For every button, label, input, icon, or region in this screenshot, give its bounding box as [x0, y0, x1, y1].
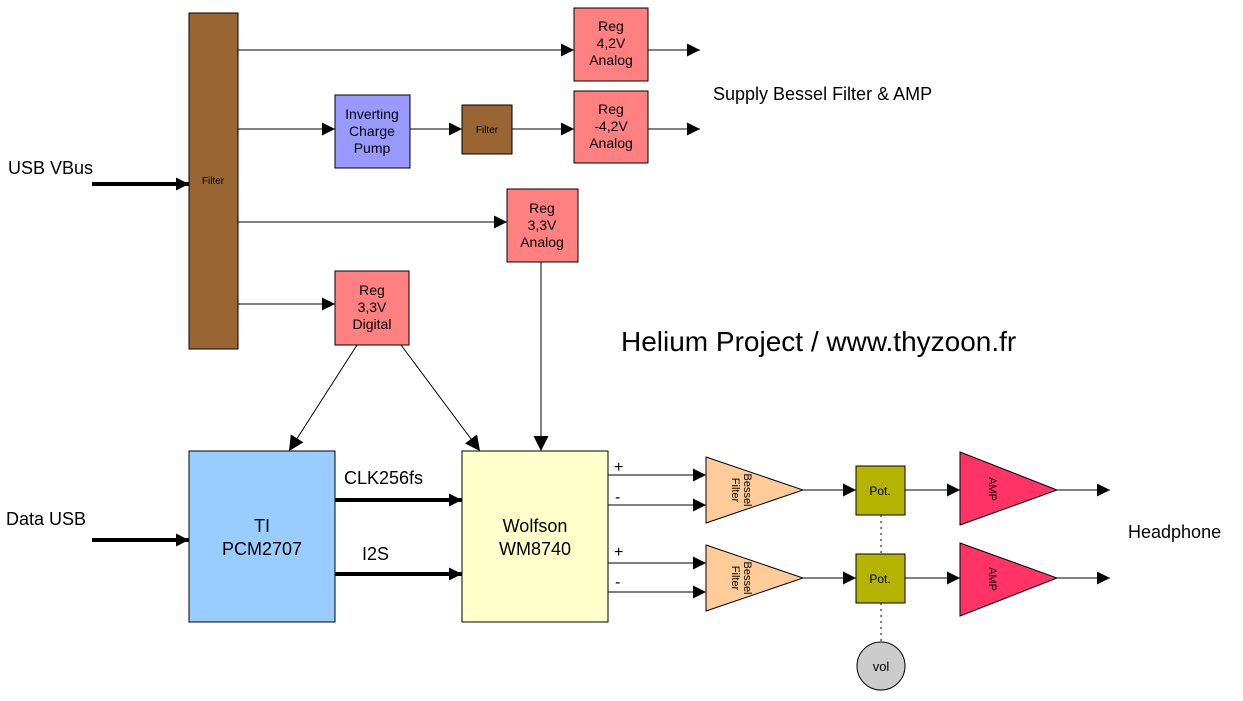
reg-33-analog-box [506, 188, 579, 263]
reg-33-analog-line1: Reg [529, 200, 555, 216]
wire-reg33d-to-pcm [288, 344, 358, 452]
reg-33-analog-line2: 3,3V [528, 217, 557, 233]
pot-1-block: Pot. [855, 465, 906, 516]
diagram-title: Helium Project / www.thyzoon.fr [621, 326, 1016, 357]
bessel-1-line1: Bessel [741, 473, 753, 506]
wm8740-line1: Wolfson [503, 516, 568, 536]
connectors [92, 43, 1110, 643]
amp-1-block: AMP [959, 451, 1059, 526]
minus-1-label: - [615, 489, 620, 506]
reg-neg42-line1: Reg [598, 101, 624, 117]
reg-pos42-line2: 4,2V [597, 35, 626, 51]
pot-1-box [855, 465, 906, 516]
reg-pos42-line3: Analog [589, 52, 633, 68]
plus-1-label: + [614, 459, 623, 476]
charge-pump-line3: Pump [354, 140, 391, 156]
reg-neg42-line2: -4,2V [594, 118, 628, 134]
reg-pos42-block: Reg 4,2V Analog [573, 7, 649, 82]
wm8740-line2: WM8740 [499, 539, 571, 559]
pcm2707-block: TI PCM2707 [188, 450, 336, 623]
reg-neg42-box [573, 90, 649, 164]
pot-2-box [855, 553, 906, 604]
reg-pos42-box [573, 7, 649, 82]
wm8740-block: Wolfson WM8740 [461, 450, 609, 623]
reg-33-digital-box [334, 270, 410, 346]
pot-2-block: Pot. [855, 553, 906, 604]
amp-1-label: AMP [986, 477, 998, 501]
vol-circle [856, 641, 906, 691]
reg-33-digital-line1: Reg [359, 282, 385, 298]
bessel-2-line1: Bessel [741, 561, 753, 594]
bessel-1-line2: Filter [729, 478, 741, 503]
headphone-label: Headphone [1128, 522, 1221, 542]
bessel-filter-2: Bessel Filter [705, 544, 805, 612]
reg-33-digital-line3: Digital [353, 316, 392, 332]
pcm2707-box [188, 450, 336, 623]
small-filter-label: Filter [476, 125, 499, 136]
amp-2-triangle [959, 542, 1059, 617]
small-filter-box [461, 104, 513, 155]
vol-label: vol [873, 659, 890, 674]
pot-2-label: Pot. [869, 572, 890, 586]
plus-2-label: + [614, 544, 623, 561]
supply-output-label: Supply Bessel Filter & AMP [713, 84, 932, 104]
pcm2707-line2: PCM2707 [222, 539, 302, 559]
data-usb-label: Data USB [6, 509, 86, 529]
main-filter-bar [188, 12, 239, 350]
charge-pump-line2: Charge [349, 123, 395, 139]
pot-1-label: Pot. [869, 484, 890, 498]
wm8740-box [461, 450, 609, 623]
reg-33-digital-line2: 3,3V [358, 299, 387, 315]
small-filter-block: Filter [461, 104, 513, 155]
minus-2-label: - [615, 574, 620, 591]
i2s-label: I2S [362, 544, 389, 564]
clk-label: CLK256fs [344, 468, 423, 488]
reg-33-analog-block: Reg 3,3V Analog [506, 188, 579, 263]
bessel-2-line2: Filter [729, 566, 741, 591]
reg-pos42-line1: Reg [598, 18, 624, 34]
charge-pump-block: Inverting Charge Pump [334, 94, 411, 169]
amp-2-block: AMP [959, 542, 1059, 617]
reg-33-digital-block: Reg 3,3V Digital [334, 270, 410, 346]
amp-2-label: AMP [986, 567, 998, 591]
wire-reg33d-to-wm [400, 344, 481, 452]
reg-neg42-line3: Analog [589, 135, 633, 151]
amp-1-triangle [959, 451, 1059, 526]
bessel-triangle-1 [705, 456, 805, 524]
bessel-filter-1: Bessel Filter [705, 456, 805, 524]
main-filter-block: Filter [188, 12, 239, 350]
reg-neg42-block: Reg -4,2V Analog [573, 90, 649, 164]
usb-vbus-label: USB VBus [8, 158, 93, 178]
pcm2707-line1: TI [254, 516, 270, 536]
charge-pump-line1: Inverting [345, 106, 399, 122]
reg-33-analog-line3: Analog [520, 234, 564, 250]
vol-knob: vol [856, 641, 906, 691]
main-filter-label: Filter [202, 176, 225, 187]
charge-pump-box [334, 94, 411, 169]
bessel-triangle-2 [705, 544, 805, 612]
